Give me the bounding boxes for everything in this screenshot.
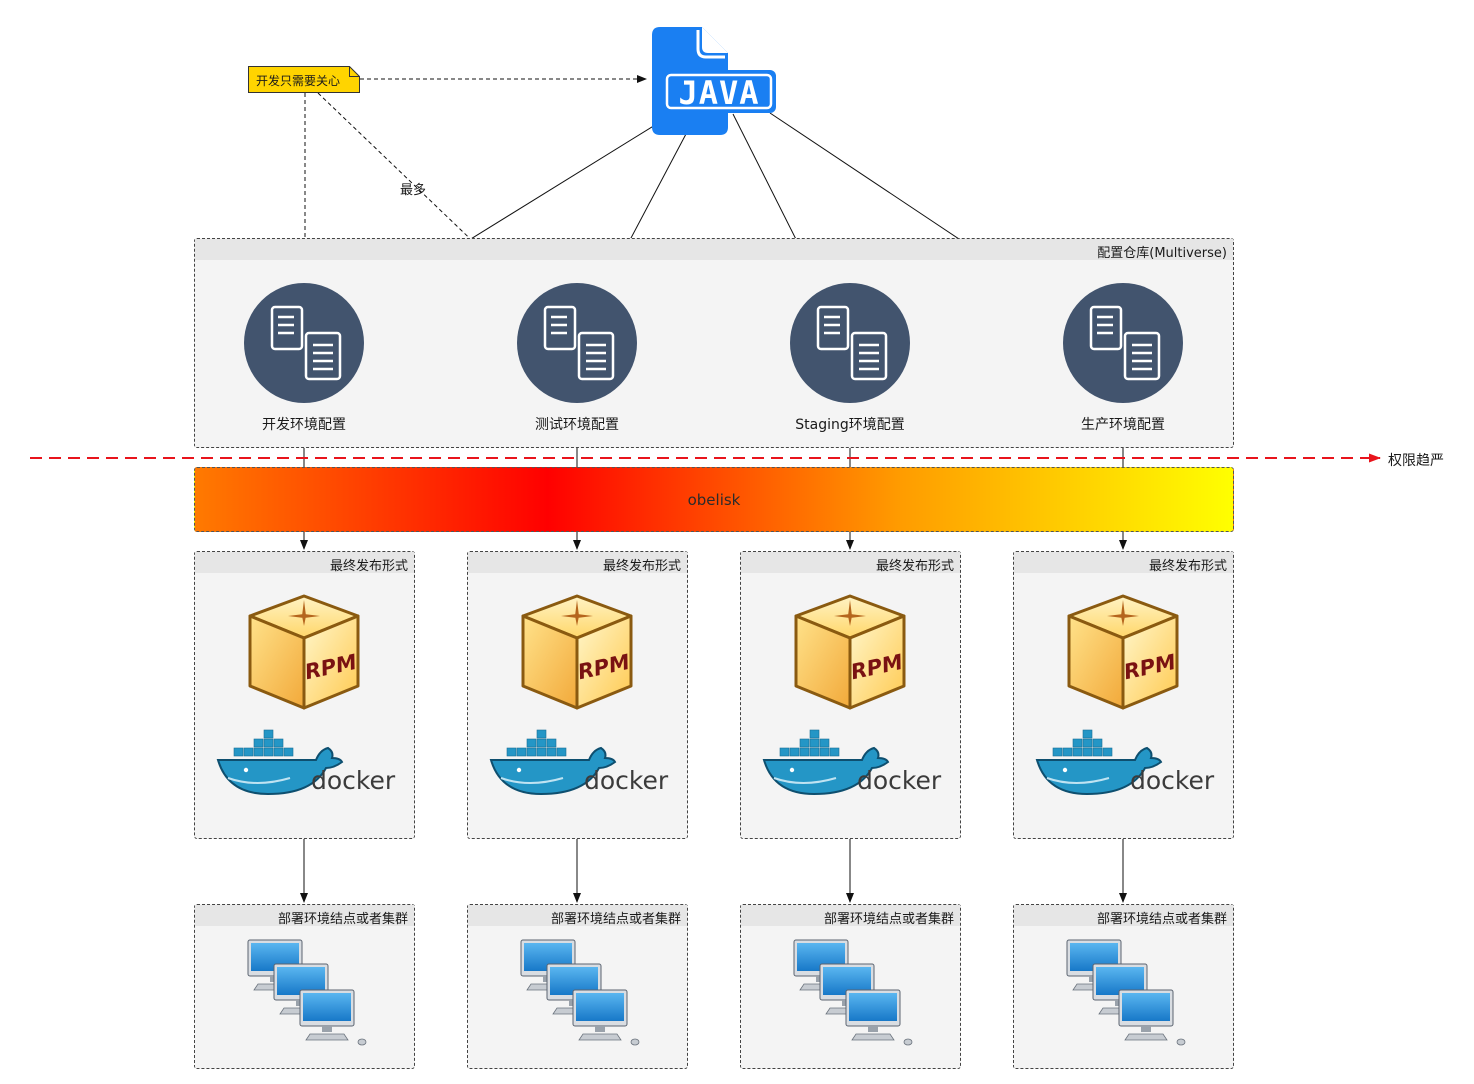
docker-logo-icon: docker: [762, 729, 942, 796]
edge-label-most: 最多: [400, 183, 427, 198]
deploy-group-title: 部署环境结点或者集群: [550, 912, 681, 927]
sticky-note: 开发只需要关心: [248, 66, 360, 93]
docker-text: docker: [857, 766, 942, 795]
config-label-dev: 开发环境配置: [262, 417, 346, 433]
obelisk-label: obelisk: [687, 491, 741, 509]
config-icon-dev: [244, 283, 364, 403]
release-group-title: 最终发布形式: [602, 559, 681, 574]
java-text: JAVA: [678, 74, 759, 112]
config-icon-prod: [1063, 283, 1183, 403]
deploy-group-title: 部署环境结点或者集群: [1096, 912, 1227, 927]
note-text: 开发只需要关心: [256, 74, 341, 88]
release-group-title: 最终发布形式: [875, 559, 954, 574]
docker-logo-icon: docker: [216, 729, 396, 796]
config-label-test: 测试环境配置: [535, 417, 619, 433]
deploy-group-title: 部署环境结点或者集群: [823, 912, 954, 927]
deploy-group-test: 部署环境结点或者集群: [467, 904, 688, 1069]
docker-text: docker: [1130, 766, 1215, 795]
config-icon-staging: [790, 283, 910, 403]
config-label-staging: Staging环境配置: [795, 417, 905, 433]
rpm-package-icon: RPM: [521, 594, 633, 710]
config-label-prod: 生产环境配置: [1081, 417, 1165, 433]
obelisk-bar: obelisk: [194, 467, 1234, 532]
computer-cluster-icon: [1066, 939, 1186, 1046]
deploy-group-title: 部署环境结点或者集群: [277, 912, 408, 927]
docker-logo-icon: docker: [489, 729, 669, 796]
permission-label: 权限趋严: [1388, 453, 1444, 469]
config-repo-title: 配置仓库(Multiverse): [1097, 246, 1227, 261]
note-shape: [248, 66, 360, 93]
computer-cluster-icon: [793, 939, 913, 1046]
docker-text: docker: [584, 766, 669, 795]
computer-cluster-icon: [520, 939, 640, 1046]
release-group-title: 最终发布形式: [329, 559, 408, 574]
rpm-package-icon: RPM: [248, 594, 360, 710]
config-repo-group: 配置仓库(Multiverse): [194, 238, 1234, 448]
rpm-package-icon: RPM: [794, 594, 906, 710]
computer-cluster-icon: [247, 939, 367, 1046]
rpm-package-icon: RPM: [1067, 594, 1179, 710]
java-file-icon: JAVA: [652, 27, 776, 135]
docker-text: docker: [311, 766, 396, 795]
config-icon-test: [517, 283, 637, 403]
docker-logo-icon: docker: [1035, 729, 1215, 796]
release-group-title: 最终发布形式: [1148, 559, 1227, 574]
